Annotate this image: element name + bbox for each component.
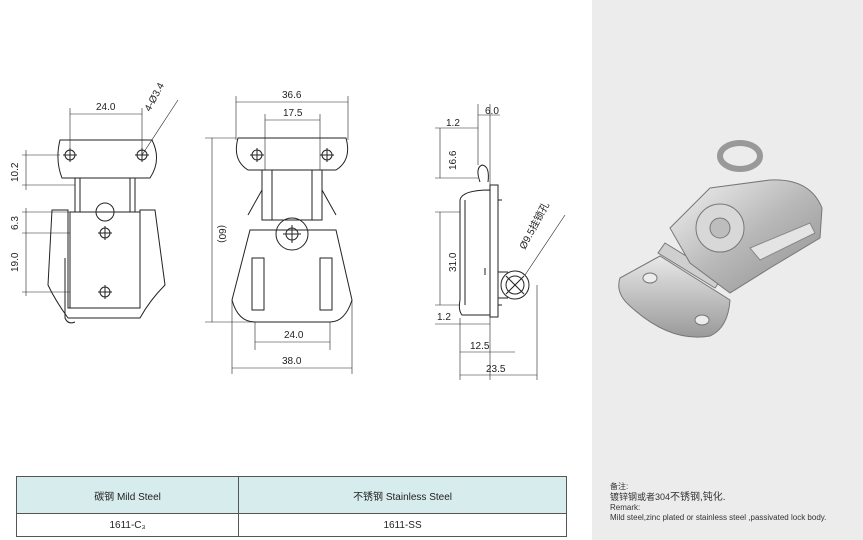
part-number-stainless: 1611-SS [238,513,567,537]
notes-chinese: 镀锌钢或者304不锈钢,钝化. [610,492,860,503]
dim-side-width: 24.0 [96,102,116,113]
dim-profile-padlock-hole: Ø9.5挂锁孔 [516,200,552,252]
dim-profile-16-6: 16.6 [448,150,459,170]
dim-profile-6-0: 6.0 [485,106,499,117]
dim-profile-1-2-bottom: 1.2 [437,312,451,323]
latch-photo [618,140,823,338]
dim-profile-31-0: 31.0 [448,252,459,272]
remark-label: Remark: [610,503,641,512]
header-stainless-steel: 不锈钢 Stainless Steel [238,476,567,514]
notes-chinese-large: 不锈钢,钝化. [670,492,726,503]
dim-profile-1-2-top: 1.2 [446,118,460,129]
dim-side-holes: 4-Ø3.4 [143,81,167,114]
header-mild-steel: 碳钢 Mild Steel [15,476,240,514]
dim-front-38-0: 38.0 [282,356,302,367]
side-view [22,99,179,324]
front-view [205,96,353,374]
technical-drawing: 24.0 4-Ø3.4 10.2 6.3 19.0 36.6 17.5 (60)… [10,81,566,380]
material-table: 碳钢 Mild Steel 不锈钢 Stainless Steel 1611-C… [15,476,567,537]
dim-front-60: (60) [216,225,227,243]
notes-label: 备注: [610,482,629,491]
notes-block: 备注: 镀锌钢或者304不锈钢,钝化. Remark: Mild steel,z… [610,482,860,523]
dim-profile-12-5: 12.5 [470,341,490,352]
notes-chinese-small: 镀锌钢或者304 [610,492,671,502]
dim-front-17-5: 17.5 [283,108,303,119]
dim-side-10-2: 10.2 [10,162,21,182]
dim-front-36-6: 36.6 [282,90,302,101]
dim-profile-23-5: 23.5 [486,364,506,375]
remark-text: Mild steel,zinc plated or stainless stee… [610,513,827,522]
dim-side-19-0: 19.0 [10,252,21,272]
profile-view [435,104,566,380]
dim-side-6-3: 6.3 [10,216,21,230]
dim-front-24-0: 24.0 [284,330,304,341]
part-number-mild-steel: 1611-C₃ [15,513,240,537]
product-panel: 备注: 镀锌钢或者304不锈钢,钝化. Remark: Mild steel,z… [592,0,863,540]
